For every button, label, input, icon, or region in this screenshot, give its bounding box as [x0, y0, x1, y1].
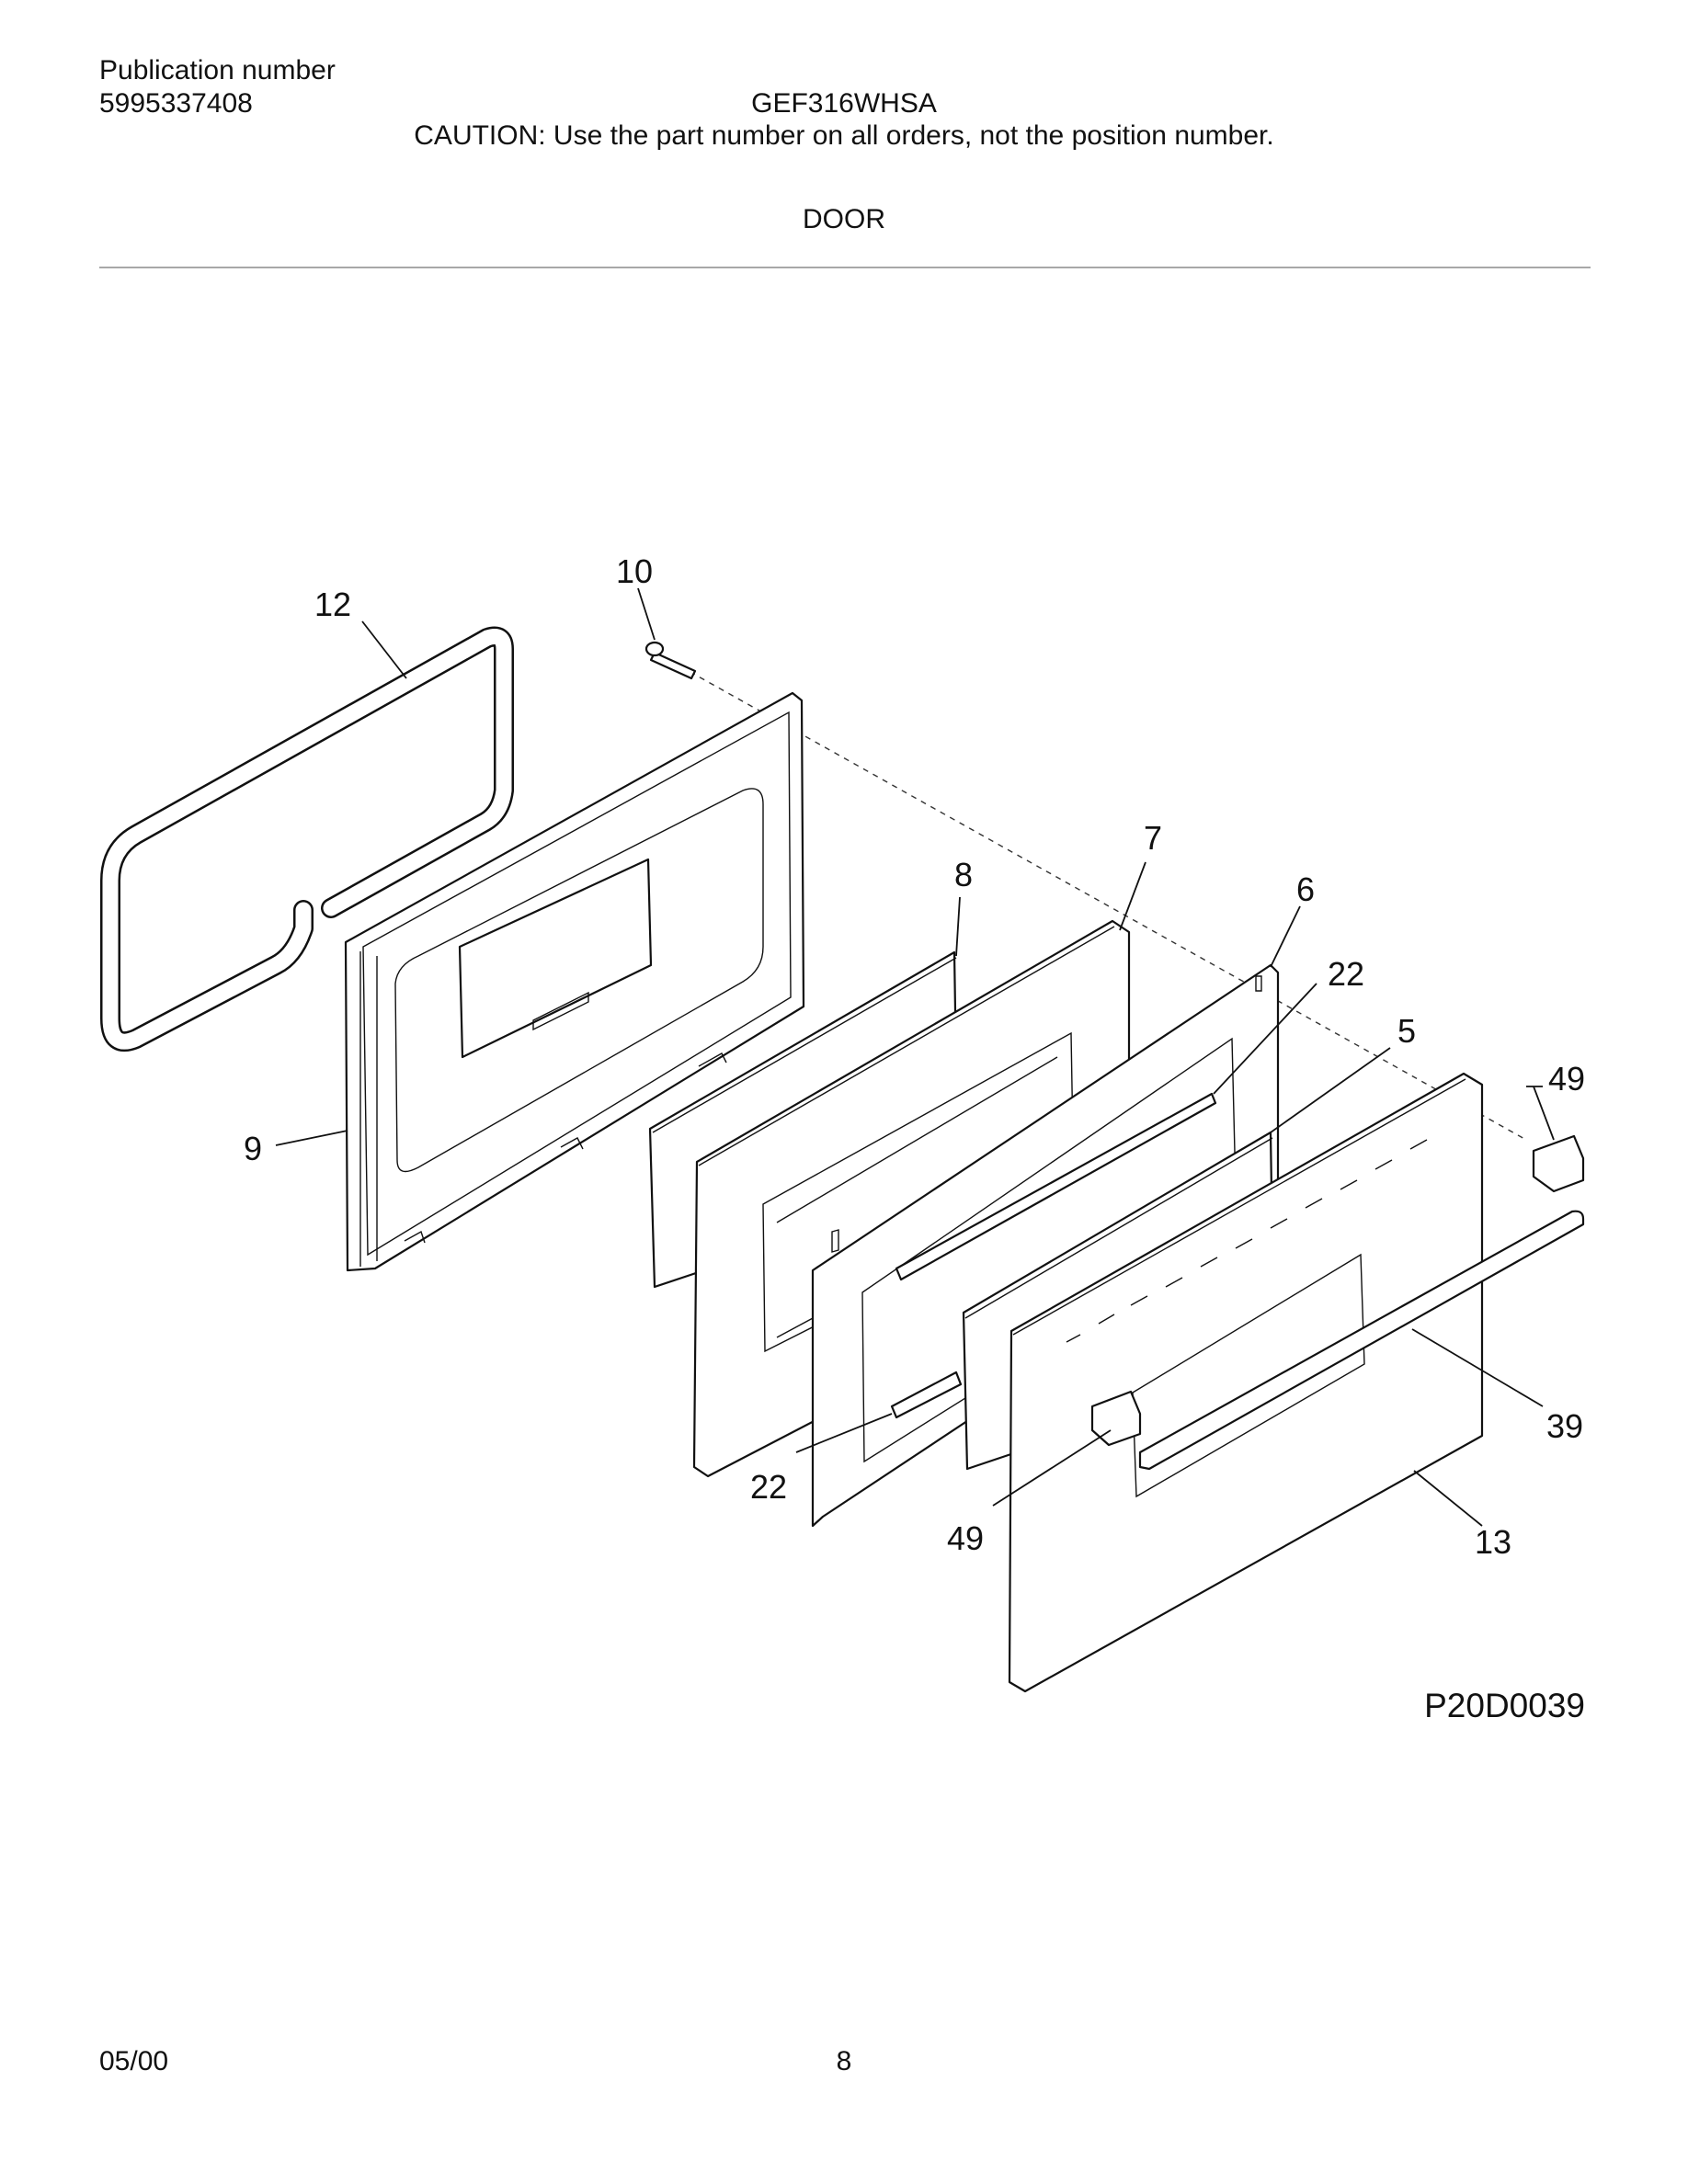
callout-7: 7 — [1144, 819, 1162, 857]
callout-22-bottom: 22 — [750, 1468, 787, 1506]
callout-39: 39 — [1546, 1407, 1583, 1445]
callout-10: 10 — [616, 552, 653, 590]
handle-bracket-right-part — [1532, 1134, 1585, 1193]
assembly-axis-line — [679, 665, 1527, 1141]
glass-retainer-bottom-part — [890, 1371, 963, 1419]
header-divider — [99, 267, 1591, 268]
screw-part — [644, 641, 697, 680]
publication-date: 05/00 — [99, 2046, 169, 2076]
inner-door-liner-part — [344, 691, 805, 1272]
callout-9: 9 — [244, 1130, 262, 1167]
glass-retainer-top-part — [895, 1092, 1217, 1281]
outer-door-panel-part — [1008, 1072, 1484, 1693]
door-gasket-part — [100, 626, 514, 1052]
model-number: GEF316WHSA — [751, 88, 937, 119]
publication-label: Publication number — [99, 55, 336, 85]
callout-6: 6 — [1296, 870, 1315, 908]
callout-13: 13 — [1475, 1523, 1511, 1561]
page-number: 8 — [836, 2046, 852, 2076]
leader-lines — [275, 587, 1555, 1527]
caution-note: CAUTION: Use the part number on all orde… — [414, 120, 1274, 151]
callout-22-top: 22 — [1328, 955, 1364, 993]
handle-bracket-left-part — [1090, 1390, 1142, 1447]
callout-49-left: 49 — [947, 1519, 984, 1557]
callout-5: 5 — [1397, 1012, 1416, 1050]
callout-8: 8 — [954, 856, 973, 893]
publication-number: 5995337408 — [99, 88, 253, 119]
figure-code: P20D0039 — [1424, 1687, 1585, 1724]
callout-49-right: 49 — [1548, 1060, 1585, 1098]
section-title: DOOR — [803, 204, 885, 234]
callout-12: 12 — [314, 586, 351, 623]
door-handle-part — [1138, 1210, 1585, 1471]
